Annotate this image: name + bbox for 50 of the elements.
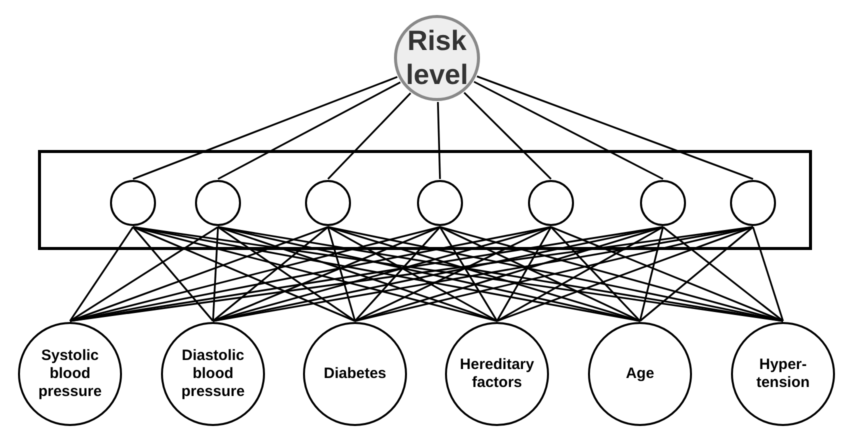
connection-line <box>327 92 412 180</box>
connection-line <box>639 226 754 322</box>
connection-line <box>328 226 498 322</box>
connection-line <box>70 226 552 322</box>
connection-line <box>69 226 134 322</box>
connection-line <box>327 226 356 322</box>
input-node: Systolic blood pressure <box>18 322 122 426</box>
input-node: Diabetes <box>303 322 407 426</box>
connection-line <box>70 226 440 322</box>
output-node: Risk level <box>394 15 480 101</box>
connection-line <box>132 226 356 322</box>
hidden-node <box>417 180 463 226</box>
input-node: Hyper- tension <box>731 322 835 426</box>
connection-line <box>70 226 328 322</box>
input-node: Diastolic blood pressure <box>161 322 265 426</box>
hidden-node <box>305 180 351 226</box>
connection-line <box>70 226 218 322</box>
input-node: Age <box>588 322 692 426</box>
connection-line <box>550 226 641 322</box>
connection-line <box>354 226 441 322</box>
connection-line <box>212 226 329 322</box>
connection-line <box>218 226 356 322</box>
connection-line <box>476 76 754 180</box>
connection-line <box>212 226 440 322</box>
connection-line <box>639 226 664 322</box>
hidden-node <box>528 180 574 226</box>
connection-line <box>132 226 214 322</box>
connection-line <box>752 226 784 322</box>
connection-line <box>218 82 401 180</box>
connection-line <box>212 226 219 322</box>
connection-line <box>440 226 784 322</box>
connection-line <box>132 76 398 180</box>
connection-line <box>496 226 664 322</box>
connection-line <box>212 226 552 322</box>
connection-line <box>474 80 664 180</box>
connection-line <box>662 226 784 322</box>
input-node: Hereditary factors <box>445 322 549 426</box>
connection-line <box>439 226 498 322</box>
hidden-layer-box <box>38 150 812 250</box>
connection-line <box>437 102 441 180</box>
hidden-node <box>640 180 686 226</box>
connection-line <box>440 226 640 322</box>
connection-line <box>218 226 498 322</box>
hidden-node <box>730 180 776 226</box>
connection-line <box>496 226 552 322</box>
connection-line <box>464 92 552 180</box>
connection-line <box>354 226 552 322</box>
connection-line <box>132 226 498 322</box>
hidden-node <box>110 180 156 226</box>
hidden-node <box>195 180 241 226</box>
